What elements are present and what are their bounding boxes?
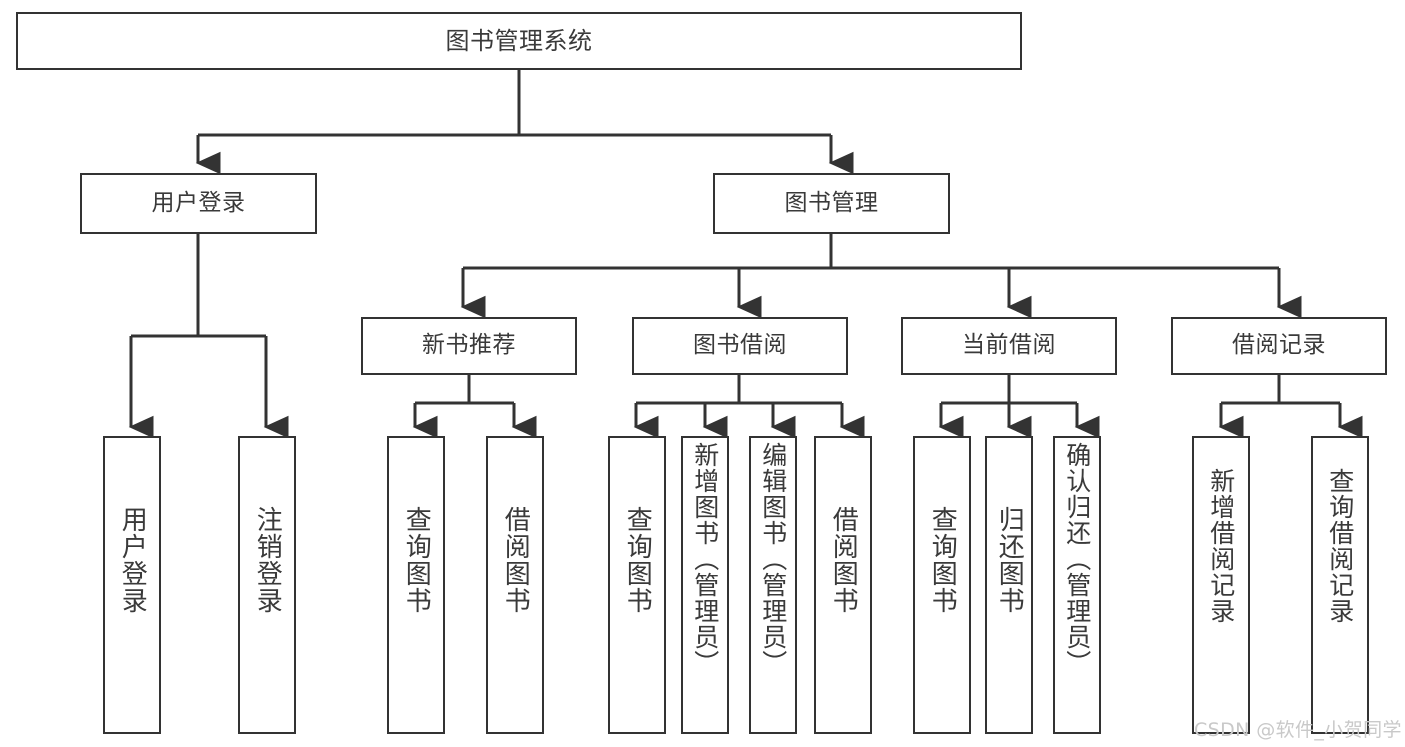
node-new-book-recommend[interactable]: 新书推荐 — [361, 317, 577, 375]
leaf-add-book-admin[interactable]: 新增图书（管理员） — [681, 436, 729, 734]
leaf-return-book[interactable]: 归还图书 — [985, 436, 1033, 734]
node-label: 新书推荐 — [422, 332, 516, 359]
node-label: 查询图书 — [622, 506, 653, 614]
node-label: 当前借阅 — [962, 332, 1056, 359]
leaf-query-book-recommend[interactable]: 查询图书 — [387, 436, 445, 734]
csdn-watermark: CSDN @软件_小贺同学 — [1194, 719, 1402, 741]
leaf-borrow-book-recommend[interactable]: 借阅图书 — [486, 436, 544, 734]
node-borrow-record[interactable]: 借阅记录 — [1171, 317, 1387, 375]
node-user-login[interactable]: 用户登录 — [80, 173, 317, 234]
leaf-user-logout[interactable]: 注销登录 — [238, 436, 296, 734]
node-root-system[interactable]: 图书管理系统 — [16, 12, 1022, 70]
leaf-confirm-return-admin[interactable]: 确认归还（管理员） — [1053, 436, 1101, 734]
node-book-management[interactable]: 图书管理 — [713, 173, 950, 234]
node-book-borrow[interactable]: 图书借阅 — [632, 317, 848, 375]
leaf-user-login[interactable]: 用户登录 — [103, 436, 161, 734]
node-label: 查询图书 — [401, 506, 432, 614]
node-label: 用户登录 — [151, 189, 246, 216]
leaf-borrow-book[interactable]: 借阅图书 — [814, 436, 872, 734]
node-label: 查询借阅记录 — [1325, 468, 1355, 624]
node-label: 借阅图书 — [828, 506, 859, 614]
node-label: 图书管理 — [784, 189, 879, 216]
node-label: 图书借阅 — [693, 332, 787, 359]
node-label: 借阅图书 — [500, 506, 531, 614]
leaf-query-book-current[interactable]: 查询图书 — [913, 436, 971, 734]
node-current-borrow[interactable]: 当前借阅 — [901, 317, 1117, 375]
node-label: 注销登录 — [252, 506, 283, 614]
node-label: 编辑图书（管理员） — [758, 442, 788, 676]
node-label: 借阅记录 — [1232, 332, 1326, 359]
node-label: 新增借阅记录 — [1206, 468, 1236, 624]
node-label: 新增图书（管理员） — [690, 442, 720, 676]
node-label: 归还图书 — [994, 506, 1025, 614]
leaf-query-borrow-record[interactable]: 查询借阅记录 — [1311, 436, 1369, 734]
node-label: 用户登录 — [117, 506, 148, 614]
node-label: 确认归还（管理员） — [1062, 442, 1092, 676]
node-label: 查询图书 — [927, 506, 958, 614]
leaf-add-borrow-record[interactable]: 新增借阅记录 — [1192, 436, 1250, 734]
leaf-edit-book-admin[interactable]: 编辑图书（管理员） — [749, 436, 797, 734]
node-label: 图书管理系统 — [445, 26, 593, 55]
leaf-query-book-borrow[interactable]: 查询图书 — [608, 436, 666, 734]
